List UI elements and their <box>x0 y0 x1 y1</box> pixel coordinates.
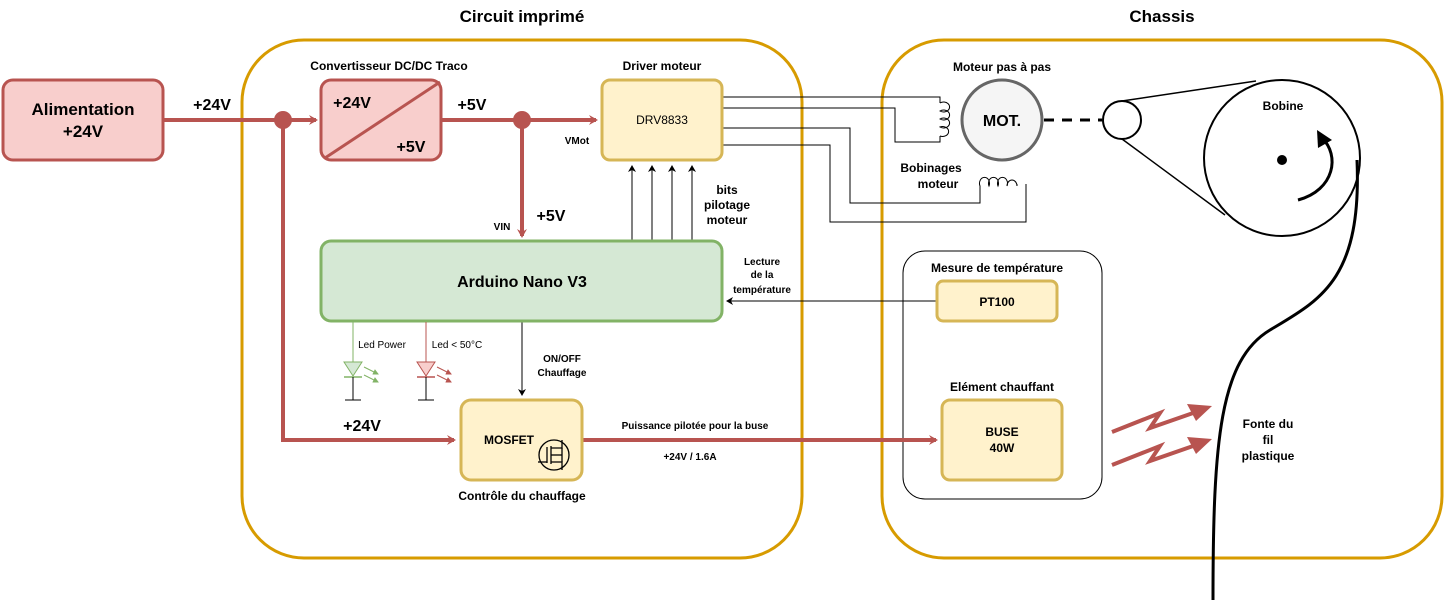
led-power-icon <box>343 322 379 401</box>
wire-24v-to-mosfet <box>281 120 456 445</box>
label-temp-read-2: de la <box>751 270 774 281</box>
power-supply-label-1: Alimentation <box>32 100 135 119</box>
arduino-label: Arduino Nano V3 <box>457 274 587 291</box>
driver-chip-label: DRV8833 <box>636 113 688 127</box>
label-step-bits-3: moteur <box>707 213 748 227</box>
windings-label-2: moteur <box>918 177 959 191</box>
label-vmot: VMot <box>565 136 590 147</box>
led-power-label: Led Power <box>358 340 406 351</box>
mosfet-label: MOSFET <box>484 433 535 447</box>
dcdc-diagonal <box>324 80 441 160</box>
dcdc-input-label: +24V <box>333 95 371 112</box>
label-vin-5v: +5V <box>537 208 566 225</box>
motor-title: Moteur pas à pas <box>953 60 1051 74</box>
temperature-group <box>902 250 1103 500</box>
motor-label: MOT. <box>983 113 1021 130</box>
mosfet-symbol-icon <box>538 439 570 471</box>
nozzle-block <box>940 398 1064 482</box>
power-supply-block <box>1 78 165 162</box>
arduino-block <box>319 239 724 323</box>
pcb-group-title: Circuit imprimé <box>460 7 585 26</box>
label-nozzle-rating: +24V / 1.6A <box>663 452 716 463</box>
driver-block <box>600 78 724 162</box>
label-out-5v: +5V <box>458 97 487 114</box>
windings-label-1: Bobinages <box>900 161 962 175</box>
label-temp-read-1: Lecture <box>744 257 781 268</box>
temperature-group-title: Mesure de température <box>931 261 1063 275</box>
melt-label-2: fil <box>1263 433 1274 447</box>
filament <box>1211 159 1359 601</box>
label-heat-onoff-2: Chauffage <box>538 368 587 379</box>
heater-title: Elément chauffant <box>950 380 1054 394</box>
led-temp-icon <box>416 322 452 401</box>
melt-label-3: plastique <box>1242 449 1295 463</box>
label-nozzle-power: Puissance pilotée pour la buse <box>622 421 769 432</box>
mosfet-caption: Contrôle du chauffage <box>458 489 586 503</box>
junction-5v <box>513 111 531 129</box>
melt-label-1: Fonte du <box>1243 417 1294 431</box>
junction-24v <box>274 111 292 129</box>
chassis-group <box>880 38 1444 560</box>
nozzle-label-1: BUSE <box>985 425 1018 439</box>
drive-pulley <box>1102 100 1142 140</box>
pt100-block <box>935 279 1059 323</box>
nozzle-label-2: 40W <box>990 441 1015 455</box>
dcdc-title: Convertisseur DC/DC Traco <box>310 59 467 73</box>
belt-top <box>1121 80 1257 102</box>
power-supply-label-2: +24V <box>63 122 104 141</box>
heat-arrows-icon <box>1111 408 1197 467</box>
motor-symbol <box>960 78 1044 162</box>
dcdc-output-label: +5V <box>397 139 426 156</box>
label-supply-24v: +24V <box>193 97 231 114</box>
pcb-group <box>240 38 804 560</box>
label-vin: VIN <box>494 222 511 233</box>
rotation-arrowhead <box>1317 130 1332 148</box>
spool-label: Bobine <box>1263 99 1304 113</box>
motor-winding-a <box>938 101 951 137</box>
led-temp-label: Led < 50°C <box>432 340 482 351</box>
signal-wires <box>518 96 1027 396</box>
label-step-bits-1: bits <box>716 183 738 197</box>
spool-center <box>1277 155 1287 165</box>
mosfet-block <box>459 398 584 482</box>
rotation-arrow-icon <box>1297 136 1334 202</box>
label-mosfet-24v: +24V <box>343 418 381 435</box>
motor-winding-b <box>979 176 1018 196</box>
chassis-group-title: Chassis <box>1129 7 1194 26</box>
label-heat-onoff-1: ON/OFF <box>543 354 581 365</box>
driver-title: Driver moteur <box>623 59 702 73</box>
pt100-label: PT100 <box>979 295 1015 309</box>
belt-bottom <box>1121 138 1226 216</box>
label-step-bits-2: pilotage <box>704 198 750 212</box>
label-temp-read-3: température <box>733 285 791 296</box>
